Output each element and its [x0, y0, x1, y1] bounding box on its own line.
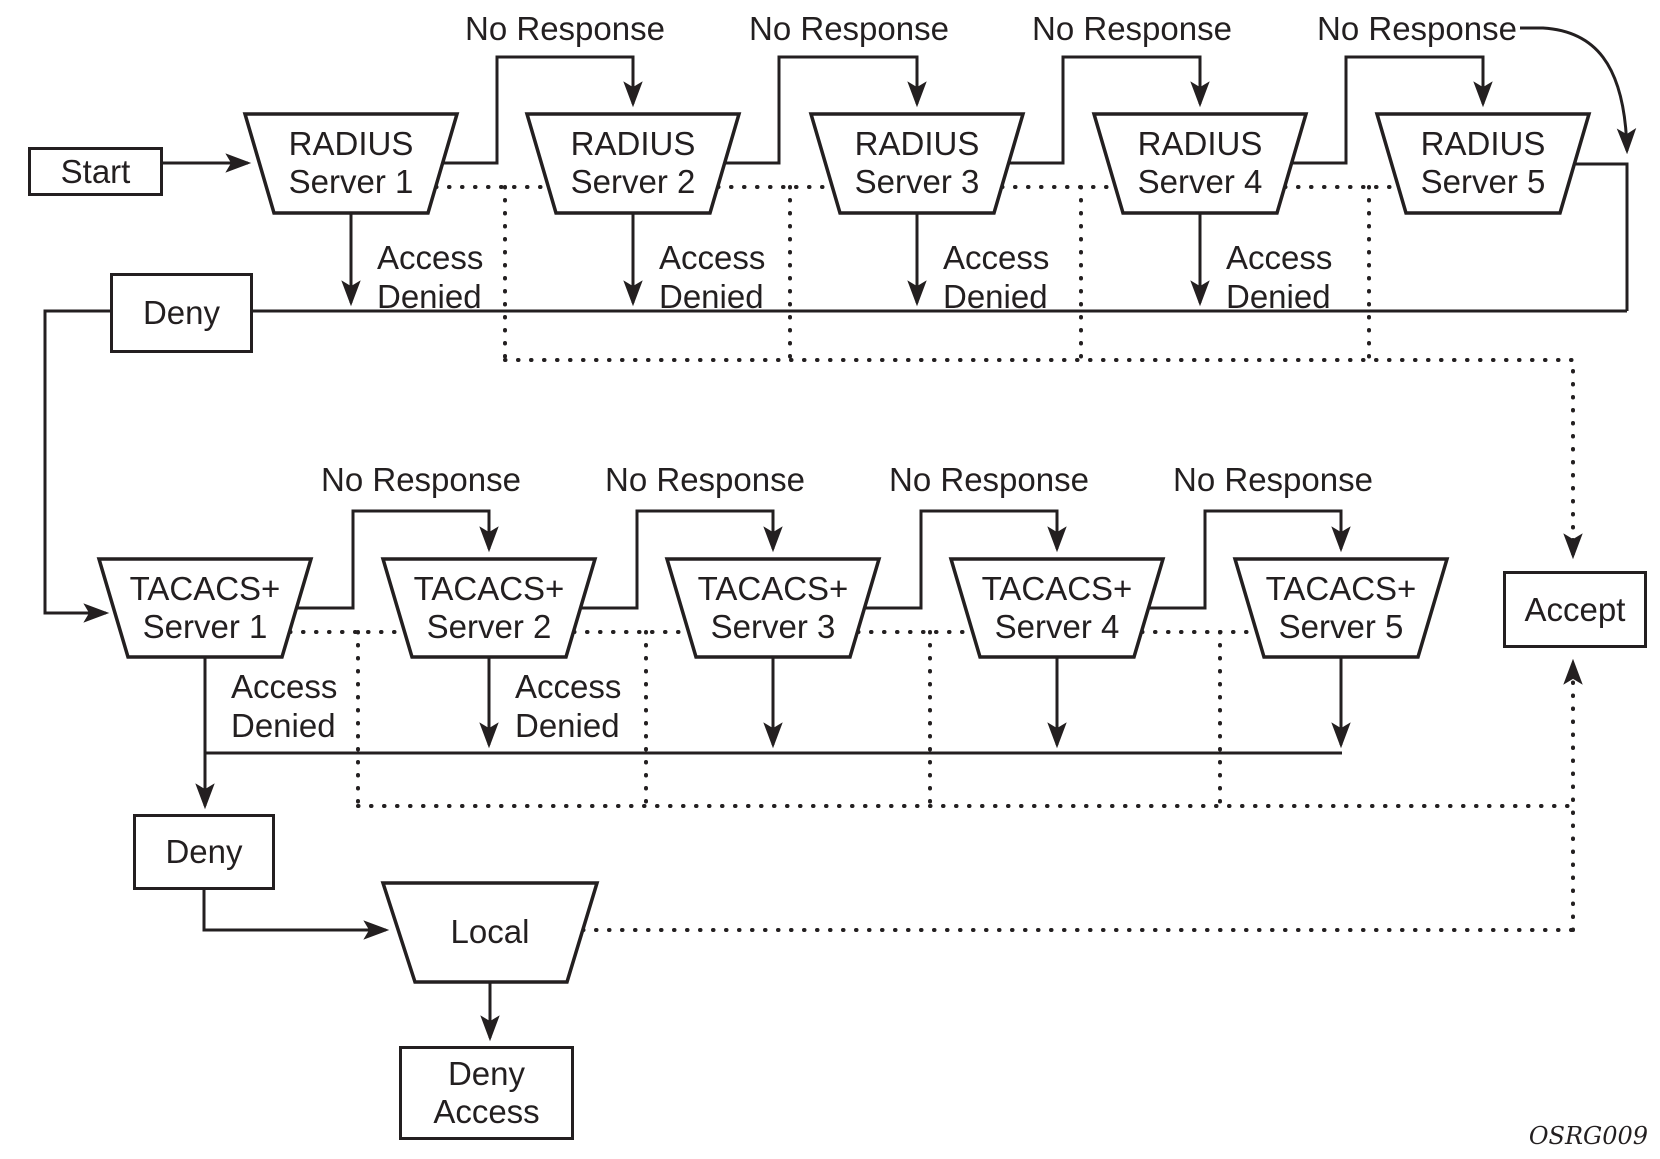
radius-server-1-shape — [242, 112, 460, 215]
local-shape — [380, 881, 600, 984]
radius-accept-collector — [503, 358, 1583, 560]
start-box: Start — [28, 147, 163, 196]
tacacs-server-4-shape — [948, 557, 1166, 659]
radius5-right-connector — [1574, 162, 1629, 311]
tacacs-server-1-shape — [96, 557, 314, 659]
radius-server-4-shape — [1091, 112, 1309, 215]
accept-box: Accept — [1503, 571, 1647, 648]
no-response-label-tacacs-3: No Response — [889, 461, 1089, 498]
radius-server-5-shape — [1374, 112, 1592, 215]
tacacs-no-response-elbow3 — [865, 509, 1067, 610]
no-response-label-radius-4: No Response — [1317, 10, 1517, 47]
radius-no-response-elbow4 — [1291, 55, 1493, 165]
deny-box-radius: Deny — [110, 273, 253, 353]
tacacs-server-4-node: TACACS+Server 4 — [981, 570, 1133, 645]
figure-code: OSRG009 — [1528, 1122, 1648, 1150]
tacacs-server-3-node: TACACS+Server 3 — [697, 570, 849, 645]
deny2-to-local-arrow — [202, 890, 390, 940]
tacacs-server-1-node: TACACS+Server 1 — [129, 570, 281, 645]
deny-to-tacacs1-path — [43, 309, 110, 623]
no-response-label-tacacs-4: No Response — [1173, 461, 1373, 498]
radius-server-2-shape — [524, 112, 742, 215]
tacacs-no-response-elbow2 — [581, 509, 783, 610]
tacacs-server-3-shape — [664, 557, 882, 659]
no-response-label-radius-3: No Response — [1032, 10, 1232, 47]
tacacs-no-response-elbow1 — [297, 509, 499, 610]
no-response-label-tacacs-1: No Response — [321, 461, 521, 498]
tacacs-server-5-node: TACACS+Server 5 — [1265, 570, 1417, 645]
no-response-label-tacacs-2: No Response — [605, 461, 805, 498]
local-node: Local — [450, 913, 530, 950]
tacacs-no-response-elbow4 — [1149, 509, 1351, 610]
radius-no-response-elbow2 — [724, 55, 927, 165]
tacacs-server-5-shape — [1232, 557, 1450, 659]
radius-no-response-elbow3 — [1008, 55, 1210, 165]
no-response-label-radius-1: No Response — [465, 10, 665, 47]
deny-box-tacacs: Deny — [133, 814, 275, 890]
tacacs-server-2-node: TACACS+Server 2 — [413, 570, 565, 645]
radius-server-3-shape — [808, 112, 1026, 215]
radius-no-response-elbow1 — [442, 55, 643, 165]
tacacs-server-2-shape — [380, 557, 598, 659]
no-response-label-radius-2: No Response — [749, 10, 949, 47]
radius5-no-response-curve — [1520, 26, 1637, 155]
